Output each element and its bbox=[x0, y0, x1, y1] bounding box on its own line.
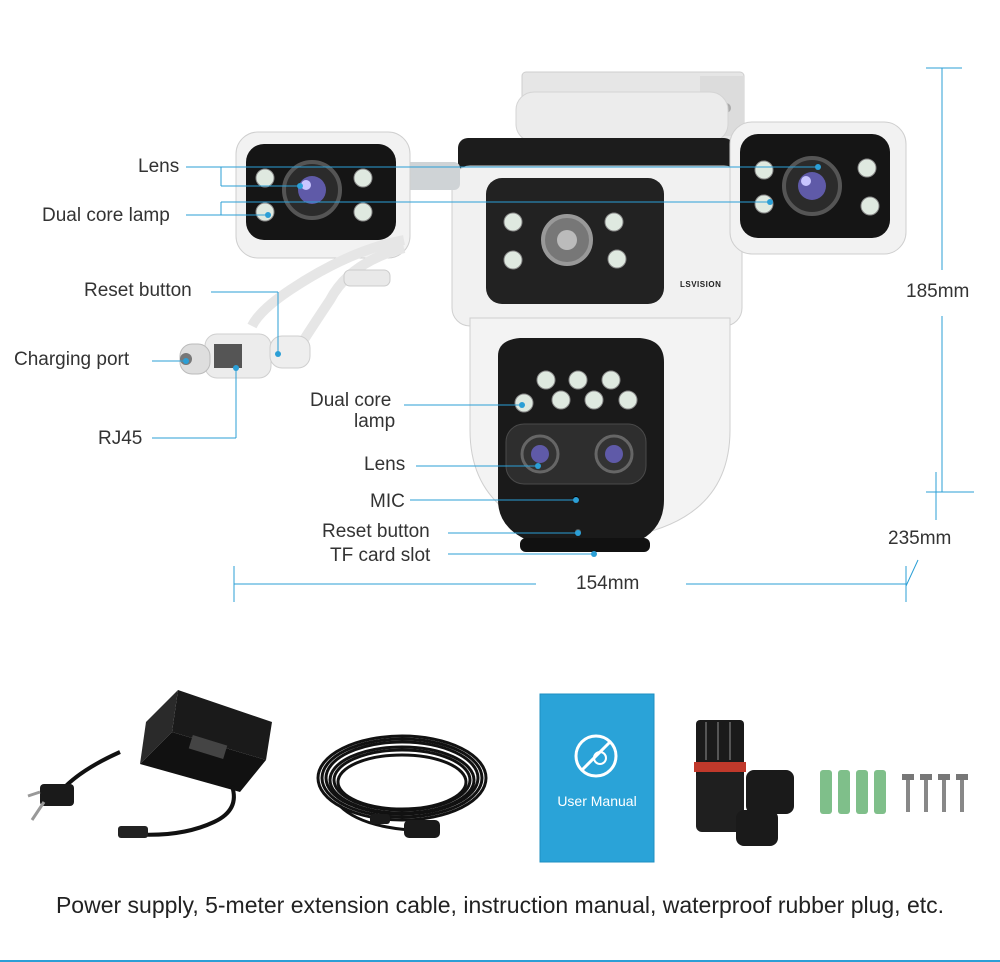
callout-tf-card-slot: TF card slot bbox=[330, 545, 431, 566]
brand-logo-text: LSVISION bbox=[680, 280, 722, 289]
callout-mic: MIC bbox=[370, 491, 405, 512]
dimension-width: 154mm bbox=[576, 573, 640, 594]
callout-dual-core-lamp-center-line1: Dual core bbox=[310, 390, 392, 411]
rubber-plug-illustration bbox=[694, 720, 794, 846]
user-manual-illustration bbox=[539, 693, 655, 863]
extension-cable-illustration bbox=[316, 734, 488, 832]
callout-lens-center: Lens bbox=[364, 454, 406, 475]
dimension-lines bbox=[233, 67, 974, 602]
callout-reset-button-cable: Reset button bbox=[84, 280, 192, 301]
callout-dual-core-lamp-left: Dual core lamp bbox=[42, 205, 170, 226]
callout-lines bbox=[152, 166, 818, 555]
camera-illustration bbox=[179, 71, 907, 552]
accessories-caption: Power supply, 5-meter extension cable, i… bbox=[55, 892, 945, 918]
dimension-height-total: 235mm bbox=[888, 528, 952, 549]
user-manual-label: User Manual bbox=[557, 793, 637, 809]
callout-dots bbox=[183, 164, 821, 557]
dimension-height-upper: 185mm bbox=[906, 281, 970, 302]
extension-cable-plug bbox=[370, 814, 440, 838]
callout-dual-core-lamp-center-line2: lamp bbox=[354, 411, 396, 432]
anchors-and-screws-illustration bbox=[820, 770, 968, 814]
callout-charging-port: Charging port bbox=[14, 349, 130, 370]
power-adapter-illustration bbox=[27, 690, 272, 838]
callout-reset-button-center: Reset button bbox=[322, 521, 430, 542]
callout-lens-left: Lens bbox=[138, 156, 180, 177]
callout-rj45: RJ45 bbox=[98, 428, 143, 449]
